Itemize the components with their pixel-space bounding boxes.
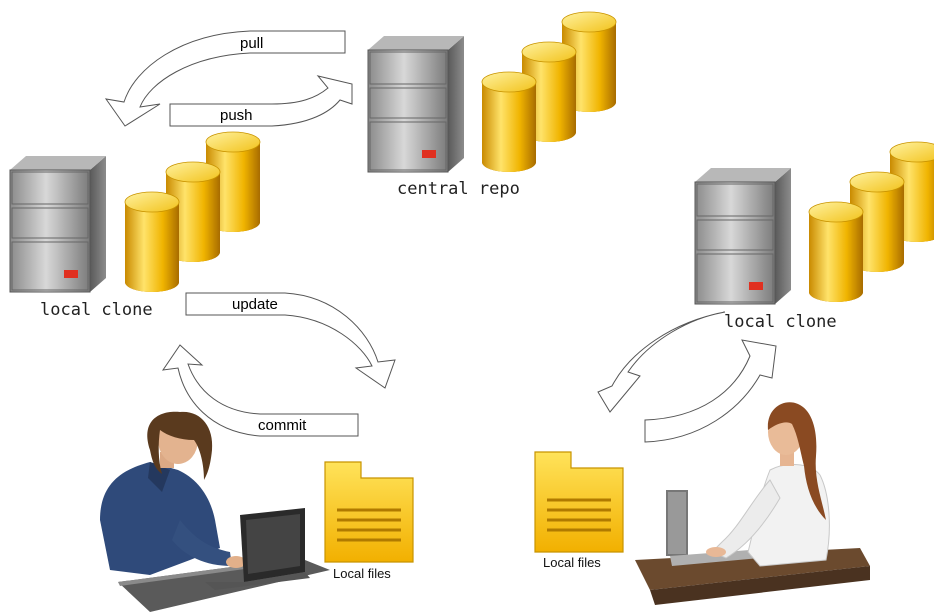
central-database-icon <box>481 11 617 173</box>
right-local-files-folder-icon <box>533 450 625 554</box>
right-server-icon <box>694 167 792 305</box>
pull-arrow <box>104 30 346 127</box>
central-repo-label: central repo <box>397 179 520 199</box>
left-database-icon <box>124 131 261 293</box>
central-server-icon <box>367 35 465 173</box>
commit-label: commit <box>258 417 307 434</box>
left-local-clone-label: local clone <box>40 300 153 320</box>
right-user-to-clone-arrow <box>644 339 777 443</box>
push-label: push <box>220 107 253 124</box>
right-database-icon <box>808 141 934 303</box>
left-user-illustration <box>100 411 330 612</box>
pull-label: pull <box>240 35 263 52</box>
left-local-files-folder-icon <box>323 460 415 564</box>
right-user-illustration <box>635 402 870 605</box>
right-clone-to-user-arrow <box>597 311 726 413</box>
left-server-icon <box>9 155 107 293</box>
update-label: update <box>232 296 278 313</box>
right-local-clone-label: local clone <box>724 312 837 332</box>
update-arrow <box>185 292 396 389</box>
commit-arrow <box>161 344 359 437</box>
left-local-files-label: Local files <box>333 566 391 581</box>
push-arrow <box>169 75 353 127</box>
right-local-files-label: Local files <box>543 555 601 570</box>
